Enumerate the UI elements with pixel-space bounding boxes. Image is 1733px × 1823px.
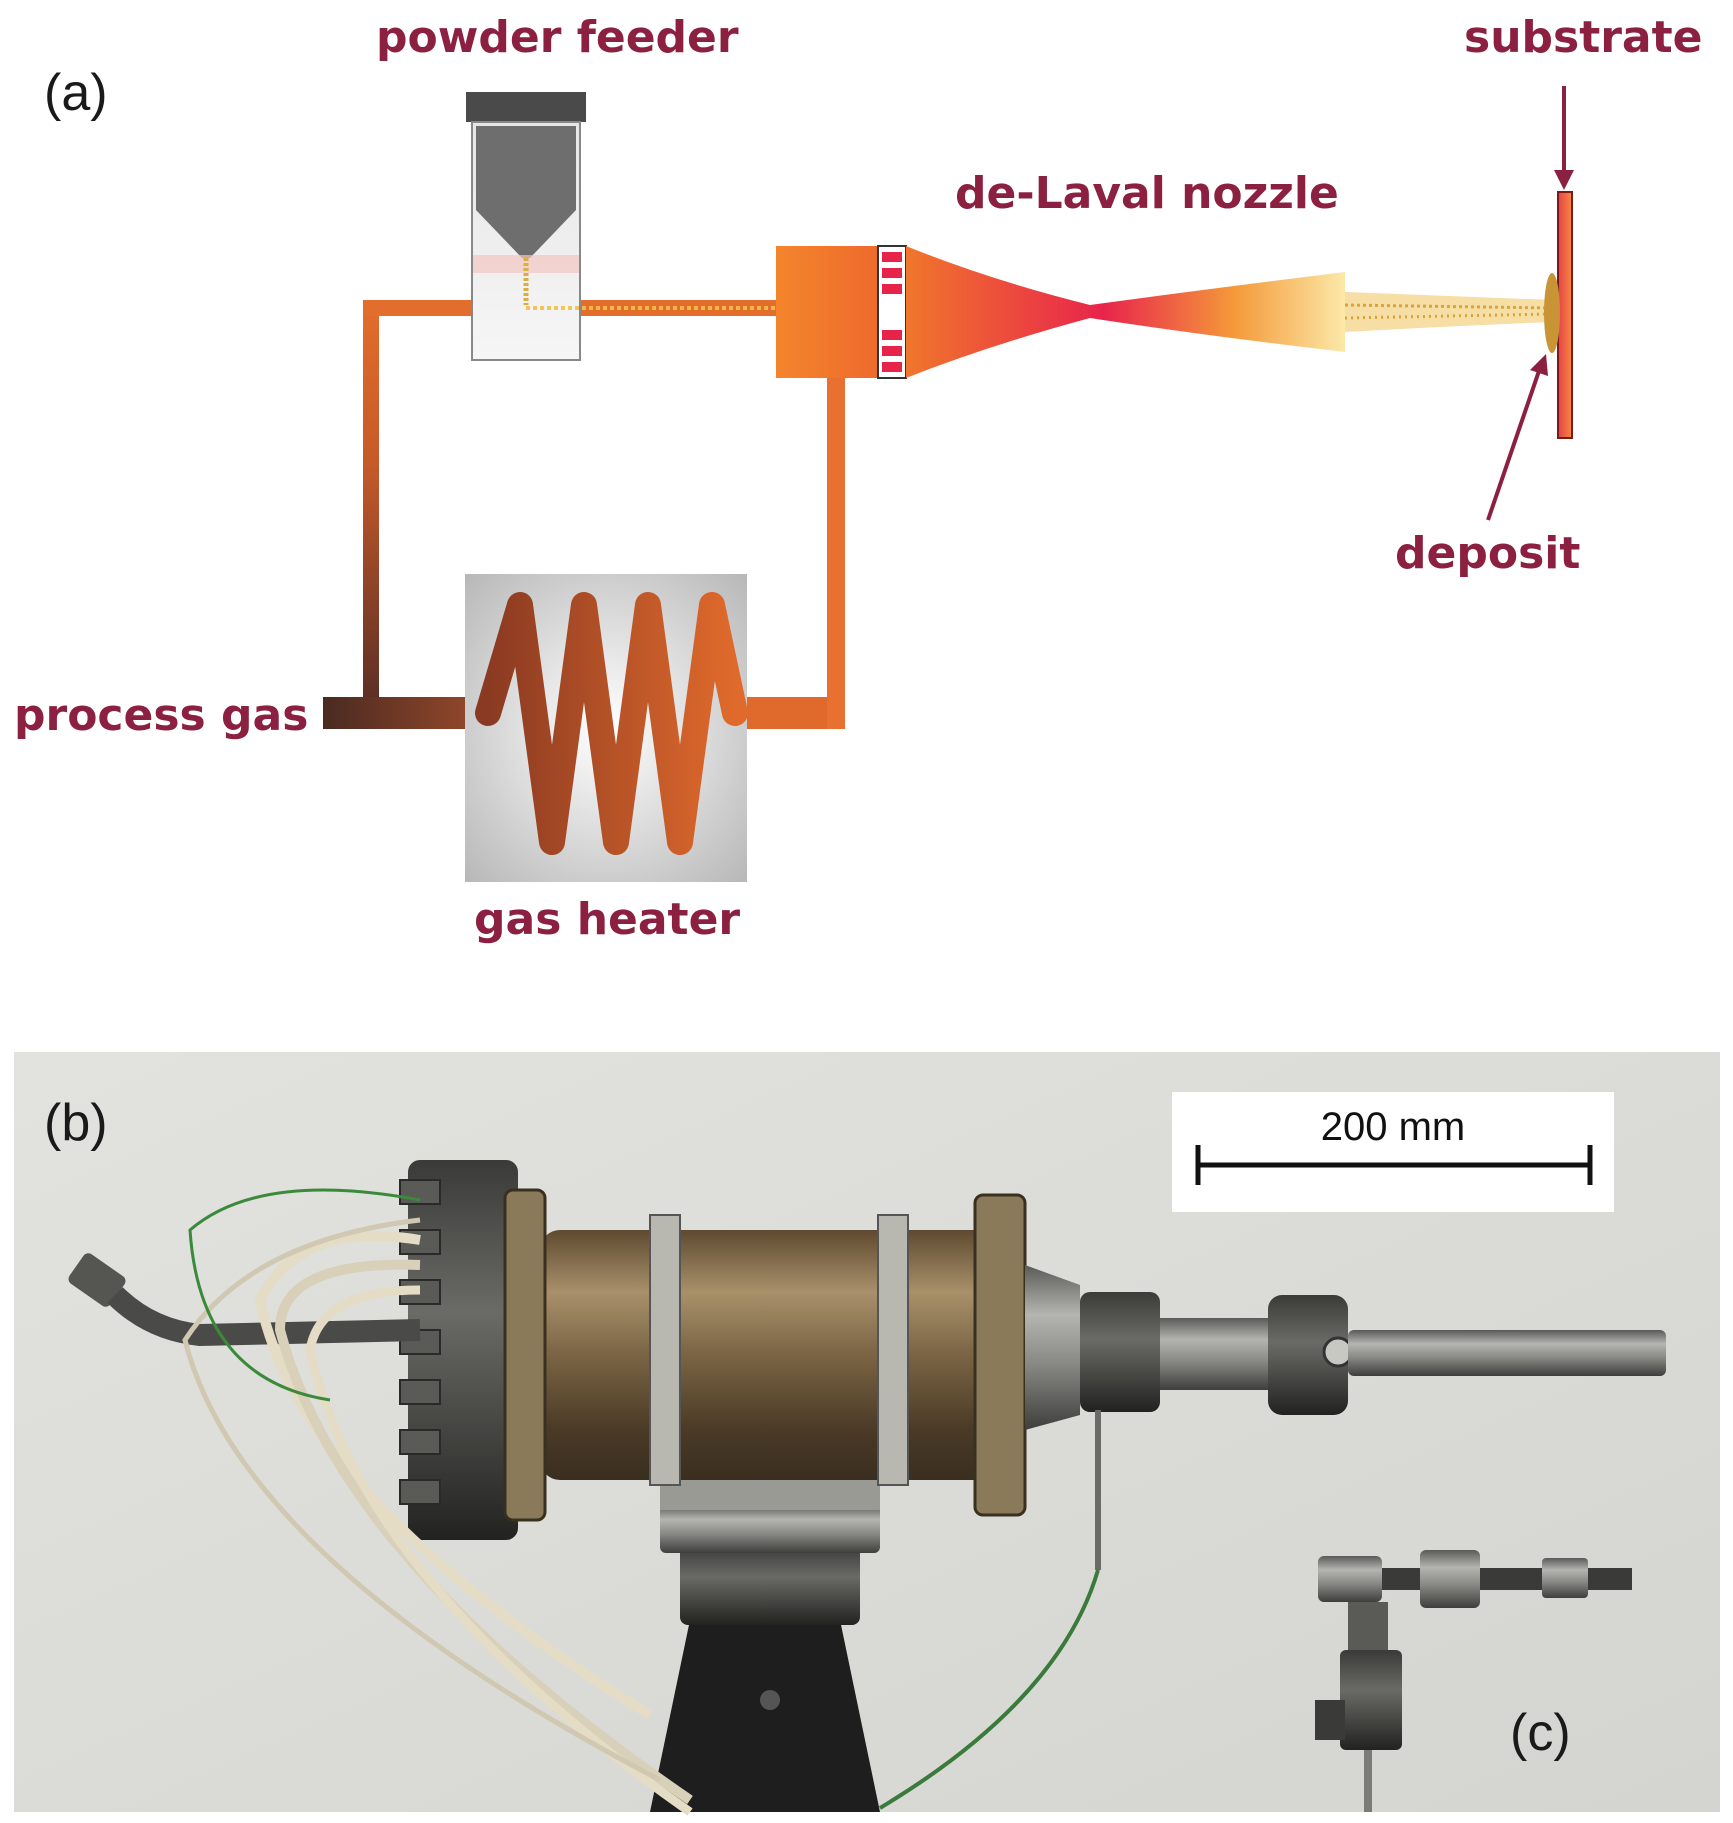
panel-a-schematic: (a) (14, 12, 1703, 945)
gas-line-right (827, 375, 845, 729)
gas-line-left (363, 300, 379, 705)
label-process-gas: process gas (14, 690, 308, 741)
panel-label-b: (b) (44, 1094, 108, 1152)
label-powder-feeder: powder feeder (376, 12, 739, 63)
spray-gun-body (68, 1160, 1666, 1570)
scale-bar: 200 mm (1172, 1092, 1614, 1212)
label-substrate: substrate (1464, 12, 1703, 63)
nozzle-chamber (776, 246, 878, 378)
power-cables (182, 1188, 1100, 1816)
label-nozzle: de-Laval nozzle (955, 168, 1339, 219)
panel-label-a: (a) (44, 64, 108, 122)
gas-heater (465, 574, 748, 882)
flow-straightener (877, 245, 907, 379)
gas-inlet-line (323, 697, 488, 729)
label-deposit: deposit (1395, 528, 1580, 579)
small-nozzle-device (1315, 1550, 1632, 1812)
panel-b-photo: (b) 200 mm (14, 1052, 1720, 1816)
substrate-arrow (1554, 86, 1574, 190)
powder-feeder (466, 92, 586, 361)
heater-coil (475, 592, 748, 855)
de-laval-nozzle (906, 246, 1345, 378)
substrate-plate (1557, 191, 1573, 439)
label-gas-heater: gas heater (474, 894, 740, 945)
deposit-layer (1544, 273, 1560, 353)
deposit-arrow (1486, 354, 1548, 521)
panel-label-c: (c) (1510, 1704, 1571, 1762)
scale-bar-label: 200 mm (1321, 1105, 1466, 1149)
particle-jet (1344, 292, 1553, 332)
gun-stand (650, 1480, 880, 1812)
